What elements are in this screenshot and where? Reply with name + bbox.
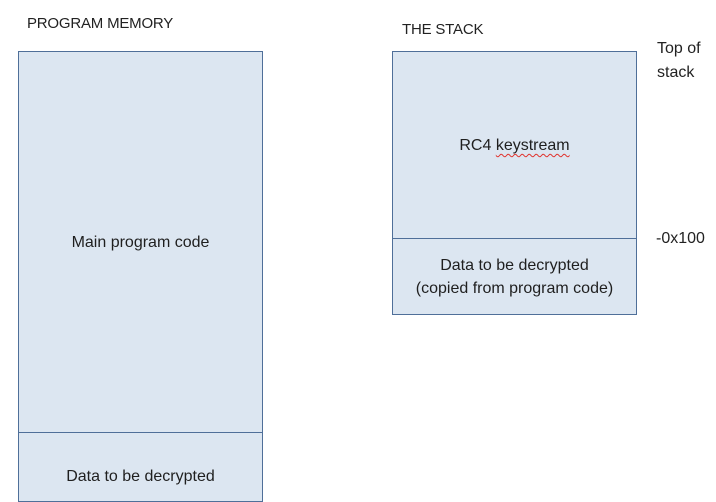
top-of-stack-line-2: stack (657, 64, 695, 81)
rc4-keystream-block: RC4 keystream (392, 51, 637, 240)
program-memory-heading: PROGRAM MEMORY (27, 15, 174, 32)
rc4-keystream-label: RC4 keystream (459, 134, 569, 157)
data-to-decrypt-label: Data to be decrypted (66, 468, 215, 485)
main-program-code-label: Main program code (71, 234, 210, 251)
stack-offset-label: -0x100 (656, 230, 705, 247)
data-to-decrypt-block: Data to be decrypted (18, 432, 263, 502)
stack-data-line-1: Data to be decrypted (440, 256, 589, 274)
stack-data-line-2: (copied from program code) (415, 279, 614, 297)
rc4-prefix: RC4 (459, 137, 492, 154)
keystream-word: keystream (495, 137, 570, 154)
stack-heading: THE STACK (402, 21, 484, 38)
main-program-code-block: Main program code (18, 51, 263, 434)
stack-data-block: Data to be decrypted (copied from progra… (392, 238, 637, 315)
top-of-stack-line-1: Top of (657, 40, 701, 57)
top-of-stack-label: Top of stack (657, 37, 701, 85)
stack-data-label: Data to be decrypted (copied from progra… (416, 254, 613, 300)
